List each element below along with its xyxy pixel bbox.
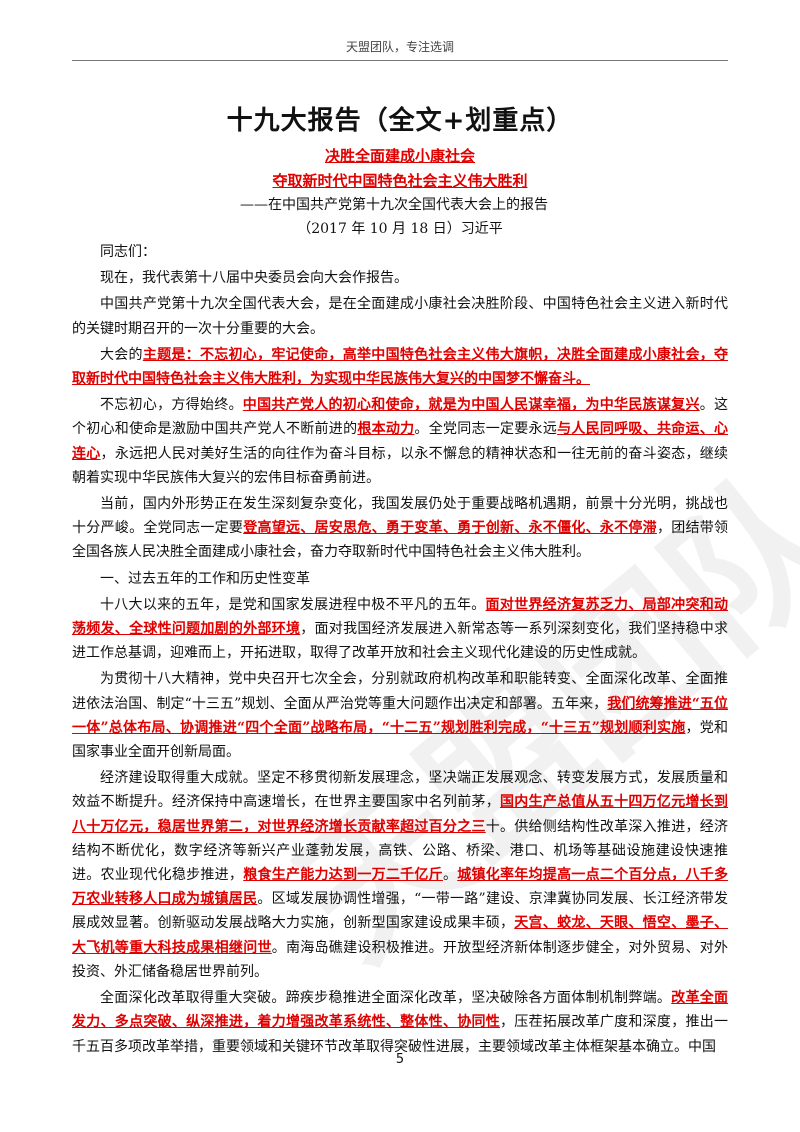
body-text: 。全党同志一定要永远	[414, 421, 558, 438]
paragraph-p-3: 大会的主题是：不忘初心，牢记使命，高举中国特色社会主义伟大旗帜，决胜全面建成小康…	[72, 343, 728, 391]
paragraph-p-4: 不忘初心，方得始终。中国共产党人的初心和使命，就是为中国人民谋幸福，为中华民族谋…	[72, 393, 728, 490]
body-text: 不忘初心，方得始终。	[100, 397, 243, 414]
body-text: ，党和国家事业全面开创新局面。	[72, 719, 728, 761]
report-body: 同志们： 现在，我代表第十八届中央委员会向大会作报告。中国共产党第十九次全国代表大…	[72, 240, 728, 1061]
highlighted-text: 与人民同呼吸、共命运、心连心	[72, 421, 729, 462]
paragraph-p-10: 全面深化改革取得重大突破。蹄疾步稳推进全面深化改革，坚决破除各方面体制机制弊端。…	[72, 986, 728, 1059]
paragraph-p-9: 经济建设取得重大成就。坚定不移贯彻新发展理念，坚决端正发展观念、转变发展方式，发…	[72, 766, 728, 984]
body-text: 当前，国内外形势正在发生深刻复杂变化，我国发展仍处于重要战略机遇期，前景十分光明…	[72, 496, 728, 537]
highlighted-text: 天宫、蛟龙、天眼、悟空、墨子、大飞机等重大科技成果相继问世	[72, 915, 728, 956]
body-text: ，压茬拓展改革广度和深度，推出一千五百多项改革举措，重要领域和关键环节改革取得突…	[72, 1014, 728, 1055]
highlighted-text: 国内生产总值从五十四万亿元增长到八十万亿元，稳居世界第二，对世界经济增长贡献率超…	[72, 794, 728, 835]
subtitle-2: 夺取新时代中国特色社会主义伟大胜利	[272, 172, 528, 190]
body-text: ，永远把人民对美好生活的向往作为奋斗目标，以永不懈怠的精神状态和一往无前的奋斗姿…	[72, 445, 729, 486]
highlighted-text: 面对世界经济复苏乏力、局部冲突和动荡频发、全球性问题加剧的外部环境	[72, 596, 729, 638]
body-text: ，团结带领全国各族人民决胜全面建成小康社会，奋力夺取新时代中国特色社会主义伟大胜…	[72, 520, 729, 561]
highlighted-text: 粮食生产能力达到一万二千亿斤	[243, 867, 443, 884]
highlighted-text: 登高望远、居安思危、勇于变革、勇于创新、永不僵化、永不停滞	[243, 520, 657, 537]
highlighted-text: 我们统筹推进“五位一体”总体布局、协调推进“四个全面”战略布局，“十二五”规划胜…	[72, 695, 728, 736]
body-text: 大会的	[100, 346, 143, 363]
paragraph-p-1: 现在，我代表第十八届中央委员会向大会作报告。	[72, 266, 728, 290]
body-text: 十。供给侧结构性改革深入推进，经济结构不断优化，数字经济等新兴产业蓬勃发展，高铁…	[72, 818, 729, 884]
body-text: ，面对我国经济发展进入新常态等一系列深刻变化，我们坚持稳中求进工作总基调，迎难而…	[72, 621, 728, 662]
body-text: 。区域发展协调性增强，“一带一路”建设、京津冀协同发展、长江经济带发展成效显著。…	[72, 891, 729, 932]
body-text: 同志们：	[100, 244, 156, 260]
page-number: 5	[395, 1052, 405, 1067]
report-date: （2017 年 10 月 18 日）习近平	[297, 221, 503, 237]
header-divider	[72, 60, 728, 61]
body-text: 。南海岛礁建设积极推进。开放型经济新体制逐步健全，对外贸易、对外投资、外汇储备稳…	[72, 939, 728, 980]
body-text: 一、过去五年的工作和历史性变革	[100, 570, 310, 587]
body-text: 现在，我代表第十八届中央委员会向大会作报告。	[100, 270, 408, 287]
body-text: 中国共产党第十九次全国代表大会，是在全面建成小康社会决胜阶段、中国特色社会主义进…	[72, 296, 728, 337]
body-text: 为贯彻十八大精神，党中央召开七次全会，分别就政府机构改革和职能转变、全面深化改革…	[72, 671, 728, 712]
paragraph-p-greeting: 同志们：	[72, 240, 728, 264]
highlighted-text: 中国共产党人的初心和使命，就是为中国人民谋幸福，为中华民族谋复兴	[242, 397, 700, 414]
body-text: 。	[442, 867, 458, 884]
page-header: 天盟团队，专注选调	[345, 40, 454, 54]
body-text: 十八大以来的五年，是党和国家发展进程中极不平凡的五年。	[100, 596, 486, 613]
byline: ——在中国共产党第十九次全国代表大会上的报告	[240, 197, 548, 213]
paragraph-p-6: 一、过去五年的工作和历史性变革	[72, 567, 728, 591]
paragraph-p-5: 当前，国内外形势正在发生深刻复杂变化，我国发展仍处于重要战略机遇期，前景十分光明…	[72, 492, 728, 565]
paragraph-p-2: 中国共产党第十九次全国代表大会，是在全面建成小康社会决胜阶段、中国特色社会主义进…	[72, 292, 728, 340]
document-title: 十九大报告（全文+划重点）	[226, 106, 574, 136]
subtitle-1: 决胜全面建成小康社会	[324, 147, 475, 165]
paragraph-p-8: 为贯彻十八大精神，党中央召开七次全会，分别就政府机构改革和职能转变、全面深化改革…	[72, 667, 728, 764]
body-text: 。这个初心和使命是激励中国共产党人不断前进的	[72, 397, 729, 438]
body-text: 经济建设取得重大成就。坚定不移贯彻新发展理念，坚决端正发展观念、转变发展方式，发…	[72, 770, 728, 811]
highlighted-text: 主题是：不忘初心，牢记使命，高举中国特色社会主义伟大旗帜，决胜全面建成小康社会，…	[72, 346, 729, 388]
highlighted-text: 改革全面发力、多点突破、纵深推进，着力增强改革系统性、整体性、协同性	[72, 990, 729, 1031]
paragraph-p-7: 十八大以来的五年，是党和国家发展进程中极不平凡的五年。面对世界经济复苏乏力、局部…	[72, 593, 728, 666]
highlighted-text: 城镇化率年均提高一点二个百分点，八千多万农业转移人口成为城镇居民	[72, 867, 729, 908]
highlighted-text: 根本动力	[357, 421, 415, 438]
body-text: 全面深化改革取得重大突破。蹄疾步稳推进全面深化改革，坚决破除各方面体制机制弊端。	[100, 990, 672, 1007]
